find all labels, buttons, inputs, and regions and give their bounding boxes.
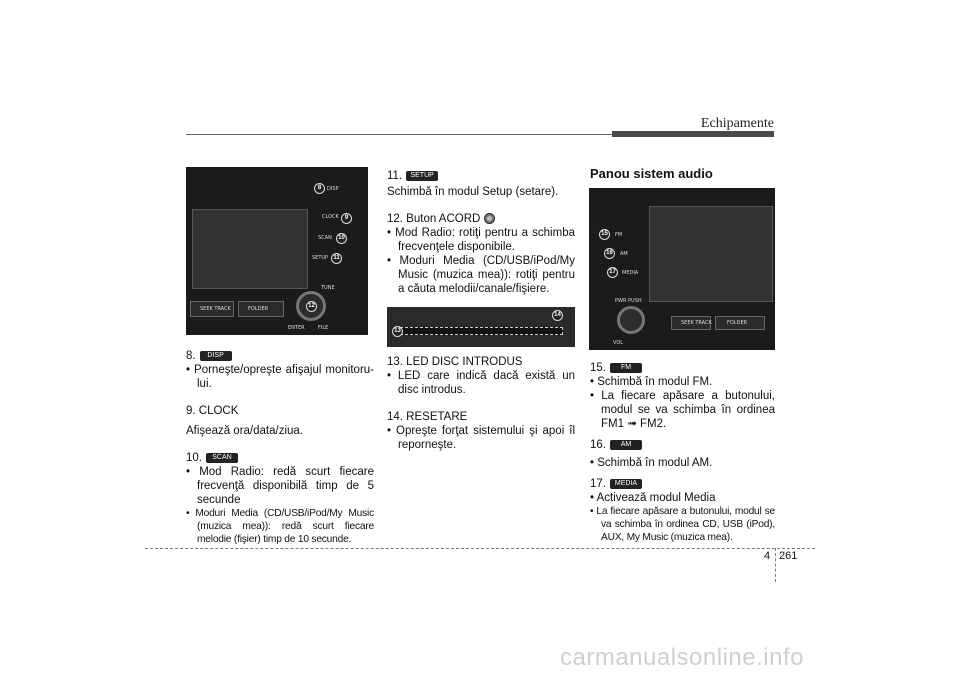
enter-label: ENTER	[288, 325, 305, 331]
callout-10: 10	[336, 233, 347, 244]
item-17-bullet-2: • La fiecare apăsare a butonului, modul …	[590, 506, 775, 543]
callout-9: 9	[341, 213, 352, 224]
item-14-title: 14. RESETARE	[387, 411, 468, 423]
disc-slot	[395, 327, 563, 335]
right-column-text: 15. FM • Schimbă în modul FM. • La fiecar…	[590, 361, 775, 544]
callout-11: 11	[331, 253, 342, 264]
folder-button-2	[715, 316, 765, 330]
setup-label: SETUP	[312, 255, 329, 261]
audio-screen	[649, 206, 773, 302]
callout-17: 17	[607, 267, 618, 278]
middle-column-text: 11.SETUP Schimbă în modul Setup (setare)…	[387, 169, 575, 296]
seek-track-button-2	[671, 316, 711, 330]
item-10-bullet-1: • Mod Radio: redă scurt fiecare frecvenţ…	[186, 466, 374, 506]
item-13-bullet: • LED care indică dacă există un disc in…	[387, 370, 575, 396]
header-rule	[186, 134, 612, 135]
watermark: carmanualsonline.info	[560, 644, 804, 671]
callout-14: 14	[552, 310, 563, 321]
item-13-title: 13. LED DISC INTRODUS	[387, 356, 523, 368]
disp-label: DISP	[327, 186, 339, 192]
media-label: MEDIA	[622, 270, 639, 276]
section-heading: Panou sistem audio	[590, 166, 713, 181]
disp-badge: DISP	[199, 350, 232, 361]
audio-panel-photo: 15 FM 16 AM 17 MEDIA PWR PUSH VOL SEEK T…	[589, 188, 775, 350]
item-12-bullet-1: • Mod Radio: rotiţi pentru a schimba fre…	[387, 227, 575, 253]
scan-label: SCAN	[318, 235, 332, 241]
item-8-bullet: • Porneşte/opreşte afişajul monitoru-lui…	[186, 364, 374, 390]
item-14-bullet: • Opreşte forţat sistemului şi apoi îl r…	[387, 425, 575, 451]
callout-13: 13	[392, 326, 403, 337]
setup-badge: SETUP	[406, 170, 439, 181]
fm-badge: FM	[610, 362, 642, 373]
item-9-title: 9. CLOCK	[186, 405, 239, 417]
item-9-text: Afişează ora/data/ziua.	[186, 425, 303, 437]
folder-button	[238, 301, 284, 317]
vol-label: VOL	[613, 340, 624, 346]
header-bar	[612, 131, 774, 137]
tune-label: TUNE	[321, 285, 335, 291]
item-17-bullet-1: • Activează modul Media	[590, 492, 716, 504]
item-11-num: 11.	[387, 170, 403, 182]
fm-label: FM	[615, 232, 623, 238]
header-title: Echipamente	[700, 116, 774, 131]
chapter-number: 4	[764, 550, 771, 562]
callout-16: 16	[604, 248, 615, 259]
item-16-num: 16.	[590, 439, 606, 451]
item-12-bullet-2: • Moduri Media (CD/USB/iPod/My Music (mu…	[387, 255, 575, 295]
file-label: FILE	[318, 325, 329, 331]
item-15-num: 15.	[590, 362, 606, 374]
tune-knob-icon	[483, 213, 495, 225]
scan-badge: SCAN	[206, 452, 238, 463]
item-10-bullet-2: • Moduri Media (CD/USB/iPod/My Music (mu…	[186, 508, 374, 545]
seek-label-2: SEEK TRACK	[681, 320, 712, 326]
item-11-text: Schimbă în modul Setup (setare).	[387, 186, 559, 198]
footer-rule	[145, 548, 815, 549]
callout-12: 12	[306, 301, 317, 312]
disc-slot-photo: 13 14	[387, 307, 575, 347]
pwr-label: PWR PUSH	[615, 298, 642, 304]
seek-label: SEEK TRACK	[200, 306, 231, 312]
left-column-text: 8.DISP • Porneşte/opreşte afişajul monit…	[186, 349, 374, 546]
am-label: AM	[620, 251, 628, 257]
seek-track-button	[190, 301, 234, 317]
media-badge: MEDIA	[610, 478, 642, 489]
page-number: 261	[779, 550, 798, 562]
item-15-bullet-2: • La fiecare apăsare a butonului, modul …	[590, 390, 775, 430]
item-12-title: 12. Buton ACORD	[387, 213, 481, 225]
middle-column-text-2: 13. LED DISC INTRODUS • LED care indică …	[387, 355, 575, 452]
callout-8: 8	[314, 183, 325, 194]
folder-label-2: FOLDER	[727, 320, 748, 326]
callout-15: 15	[599, 229, 610, 240]
footer-divider	[775, 548, 776, 582]
am-badge: AM	[610, 439, 642, 450]
item-16-bullet: • Schimbă în modul AM.	[590, 457, 713, 469]
folder-label: FOLDER	[248, 306, 269, 312]
volume-knob	[617, 306, 645, 334]
item-15-bullet-1: • Schimbă în modul FM.	[590, 376, 713, 388]
head-unit-photo-left: 8 DISP CLOCK 9 SCAN 10 SETUP 11 TUNE 12 …	[186, 167, 368, 335]
item-17-num: 17.	[590, 478, 606, 490]
item-10-num: 10.	[186, 452, 202, 464]
screen-area	[192, 209, 308, 289]
clock-label: CLOCK	[322, 214, 339, 220]
item-8-num: 8.	[186, 350, 196, 362]
tune-knob	[296, 291, 326, 321]
